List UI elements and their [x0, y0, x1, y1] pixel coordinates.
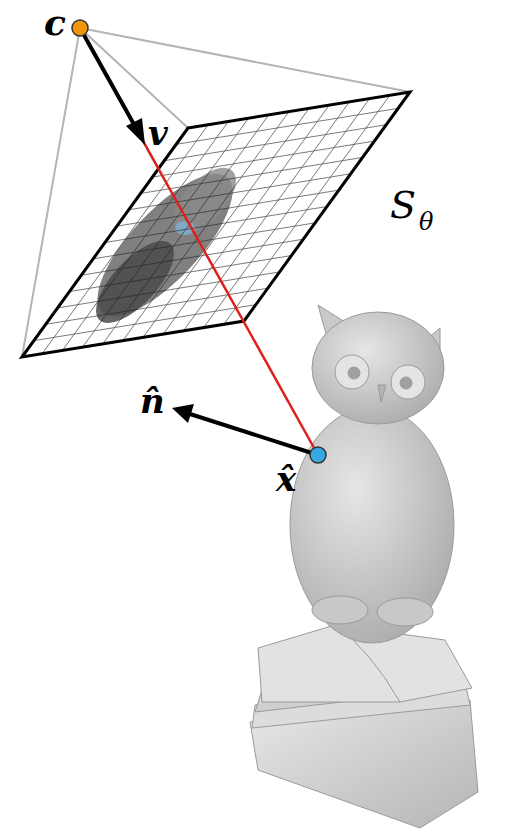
frustum-lines — [22, 28, 410, 357]
surface-label: S — [390, 186, 416, 224]
view-direction-arrow — [80, 28, 136, 128]
normal-label: n̂ — [140, 384, 165, 418]
normal-arrow — [190, 414, 318, 455]
owl-statue — [250, 305, 478, 828]
point-label: x̂ — [276, 462, 296, 496]
viewing-ray — [80, 28, 318, 455]
arrow-head — [172, 404, 194, 423]
camera-center — [72, 20, 88, 36]
direction-label: v — [148, 116, 168, 150]
camera-label: c — [44, 4, 66, 40]
surface-point — [310, 447, 326, 463]
arrow-head — [126, 118, 145, 145]
surface-subscript: θ — [419, 210, 433, 234]
